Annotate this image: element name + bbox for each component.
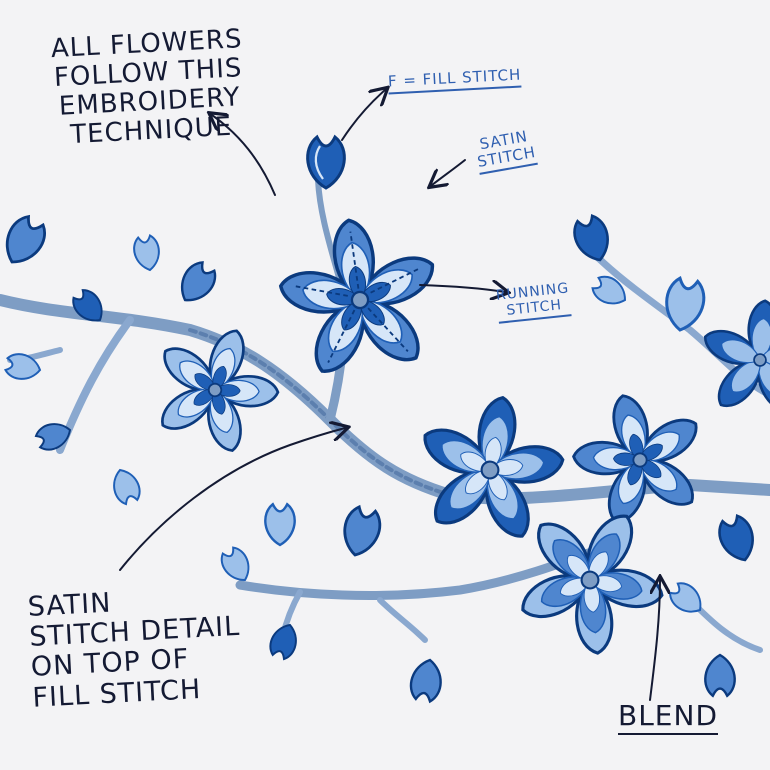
annotation-all-flowers: All flowers follow this embroidery techn… bbox=[50, 24, 244, 151]
flower-lower-blend bbox=[488, 477, 694, 680]
leaf bbox=[0, 210, 53, 272]
flower-right bbox=[555, 376, 724, 540]
arrow-all-flowers bbox=[212, 115, 276, 196]
annotation-arrows bbox=[119, 90, 660, 701]
leaf bbox=[171, 256, 222, 310]
arrow-fill-stitch bbox=[341, 90, 385, 141]
flower-left bbox=[132, 307, 299, 470]
lower-twig-2 bbox=[377, 597, 428, 643]
arrow-satin-stitch bbox=[432, 159, 466, 185]
leaf bbox=[407, 656, 446, 704]
arrow-satin-detail bbox=[119, 428, 345, 571]
arrow-running-stitch bbox=[419, 285, 505, 292]
leaf bbox=[107, 464, 145, 508]
flower-center bbox=[402, 382, 579, 554]
top-bud bbox=[306, 134, 346, 190]
flower-right-edge bbox=[693, 294, 770, 423]
leaf bbox=[660, 275, 709, 335]
leaf bbox=[337, 503, 386, 561]
arrow-blend bbox=[649, 580, 660, 701]
leaf bbox=[713, 511, 762, 567]
leaf bbox=[216, 543, 257, 588]
leaf bbox=[568, 211, 617, 267]
flower-top-center bbox=[265, 207, 454, 389]
annotation-satin-detail: Satin stitch detail on top of fill stitc… bbox=[26, 587, 241, 714]
branches bbox=[0, 177, 770, 653]
leaf bbox=[264, 503, 296, 547]
leaf bbox=[704, 653, 736, 697]
annotation-blend: Blend bbox=[618, 700, 719, 736]
leaf bbox=[131, 233, 164, 274]
